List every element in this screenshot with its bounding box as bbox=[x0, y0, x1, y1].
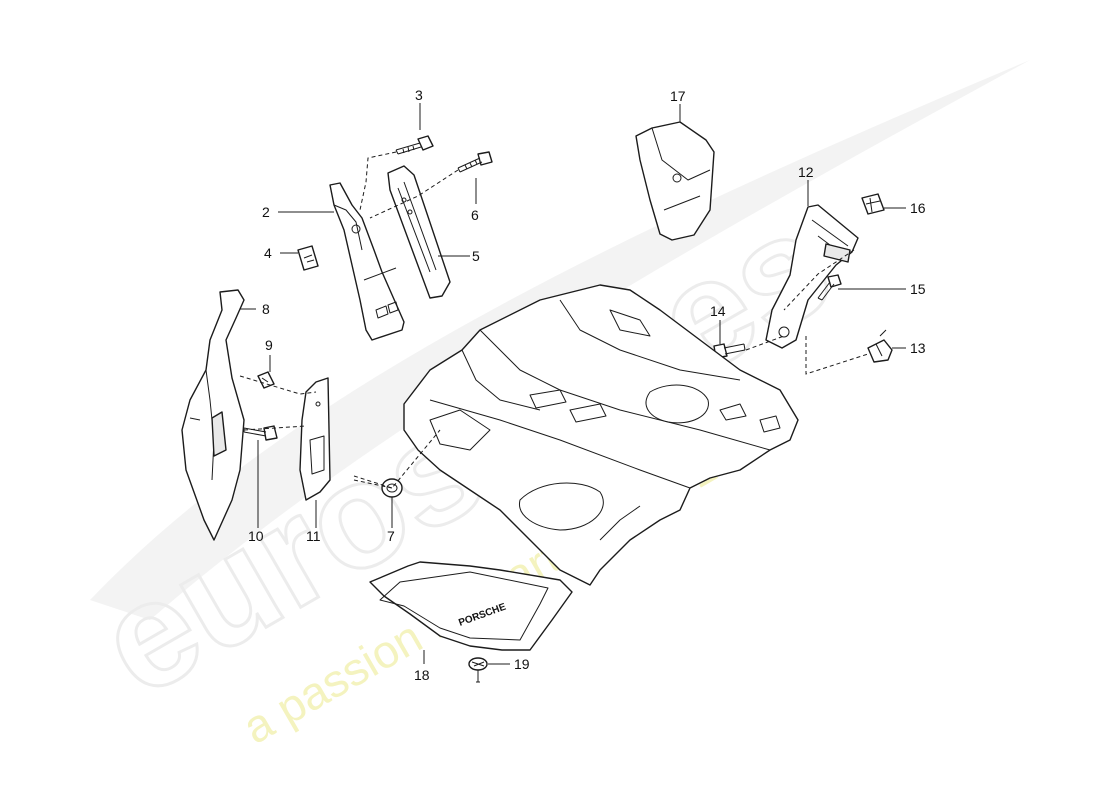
screw-part-10 bbox=[243, 425, 278, 441]
callout-3: 3 bbox=[415, 87, 423, 103]
callout-11: 11 bbox=[306, 528, 321, 544]
cover-part-17 bbox=[635, 121, 715, 241]
callout-8: 8 bbox=[262, 301, 270, 317]
screw-part-15 bbox=[817, 274, 842, 301]
leader-lines bbox=[240, 103, 906, 665]
screw-part-3 bbox=[395, 135, 434, 155]
callout-7: 7 bbox=[387, 528, 395, 544]
floor-pan bbox=[403, 284, 799, 586]
callout-13: 13 bbox=[910, 340, 926, 356]
clip-part-16 bbox=[861, 193, 885, 215]
callout-2: 2 bbox=[262, 204, 270, 220]
callout-12: 12 bbox=[798, 164, 814, 180]
callout-16: 16 bbox=[910, 200, 926, 216]
pillar-trim-part-2 bbox=[329, 182, 405, 341]
plug-part-13 bbox=[867, 329, 893, 363]
side-trim-part-8 bbox=[181, 289, 245, 541]
callout-19: 19 bbox=[514, 656, 530, 672]
callout-9: 9 bbox=[265, 337, 273, 353]
callout-18: 18 bbox=[414, 667, 430, 683]
floor-mat-part-18: PORSCHE bbox=[369, 561, 573, 651]
callout-17: 17 bbox=[670, 88, 686, 104]
callout-15: 15 bbox=[910, 281, 926, 297]
callout-14: 14 bbox=[710, 303, 726, 319]
fastener-part-19 bbox=[468, 657, 488, 683]
screw-part-6 bbox=[457, 151, 493, 173]
callouts: 2 3 4 5 6 7 8 9 10 11 12 13 14 15 16 17 … bbox=[248, 87, 926, 683]
callout-5: 5 bbox=[472, 248, 480, 264]
clip-part-9 bbox=[257, 371, 275, 389]
rear-trim-part-12 bbox=[765, 204, 859, 349]
bracket-part-4 bbox=[297, 245, 319, 271]
callout-6: 6 bbox=[471, 207, 479, 223]
callout-4: 4 bbox=[264, 245, 272, 261]
assembly-lines bbox=[239, 151, 869, 489]
panel-part-11 bbox=[299, 377, 331, 501]
trim-panel-part-5 bbox=[387, 165, 451, 299]
callout-10: 10 bbox=[248, 528, 264, 544]
